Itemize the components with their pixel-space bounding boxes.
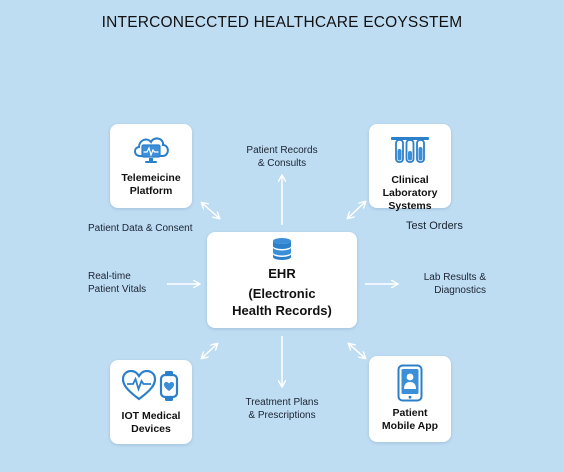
flow-label-patient-data-consent: Patient Data & Consent: [88, 222, 200, 235]
flow-label-lab-results: Lab Results & Diagnostics: [406, 271, 486, 297]
iot-label-line1: IOT Medical: [121, 410, 181, 422]
clinical-laboratory-card: Clinical Laboratory Systems: [369, 124, 451, 212]
diagram-title: INTERCONECCTED HEALTHCARE ECOYSSTEM: [101, 14, 463, 31]
app-label-line1: Patient: [392, 407, 428, 419]
arrow-telemedicine-ehr: [202, 203, 219, 218]
patient-mobile-app-card: Patient Mobile App: [369, 356, 451, 442]
test-tubes-icon: [391, 137, 429, 163]
ehr-label-line1: EHR: [268, 266, 296, 281]
lab-label-line1: Clinical Laboratory: [382, 174, 438, 199]
ehr-label-line3: Health Records): [232, 303, 332, 318]
telemedicine-label-line2: Platform: [129, 185, 173, 197]
flow-label-patient-records: Patient Records & Consults: [228, 144, 336, 170]
arrow-iot-ehr: [202, 344, 217, 358]
flow-lab-line2: Diagnostics: [434, 285, 486, 296]
app-label-line2: Mobile App: [381, 420, 439, 432]
flow-vitals-line2: Patient Vitals: [88, 284, 147, 295]
telemedicine-label-line1: Telemeicine: [121, 172, 181, 184]
smartphone-user-icon: [397, 364, 423, 402]
arrow-app-ehr: [349, 344, 365, 358]
flow-test-line1: Test Orders: [406, 220, 463, 232]
flow-records-line2: & Consults: [257, 158, 307, 169]
ehr-label-line2: (Electronic: [248, 286, 316, 301]
heart-watch-icon: [122, 370, 179, 401]
flow-records-line1: Patient Records: [246, 145, 318, 156]
ehr-central-card: EHR (Electronic Health Records): [207, 232, 357, 328]
flow-lab-line1: Lab Results &: [423, 272, 486, 283]
lab-label-line2: Systems: [388, 200, 432, 212]
cloud-monitor-icon: [134, 137, 169, 163]
database-icon: [273, 238, 291, 260]
flow-plans-line1: Treatment Plans: [245, 397, 319, 408]
arrow-lab-ehr: [348, 202, 365, 218]
telemedicine-platform-card: Telemeicine Platform: [110, 124, 192, 208]
flow-label-test-orders: Test Orders: [406, 220, 476, 233]
flow-vitals-line1: Real-time: [88, 271, 131, 282]
flow-consent-line1: Patient Data & Consent: [88, 223, 193, 234]
flow-plans-line2: & Prescriptions: [248, 410, 316, 421]
iot-medical-devices-card: IOT Medical Devices: [110, 360, 192, 444]
iot-label-line2: Devices: [131, 423, 171, 435]
flow-label-real-time-vitals: Real-time Patient Vitals: [88, 270, 168, 296]
flow-label-treatment-plans: Treatment Plans & Prescriptions: [228, 396, 336, 422]
